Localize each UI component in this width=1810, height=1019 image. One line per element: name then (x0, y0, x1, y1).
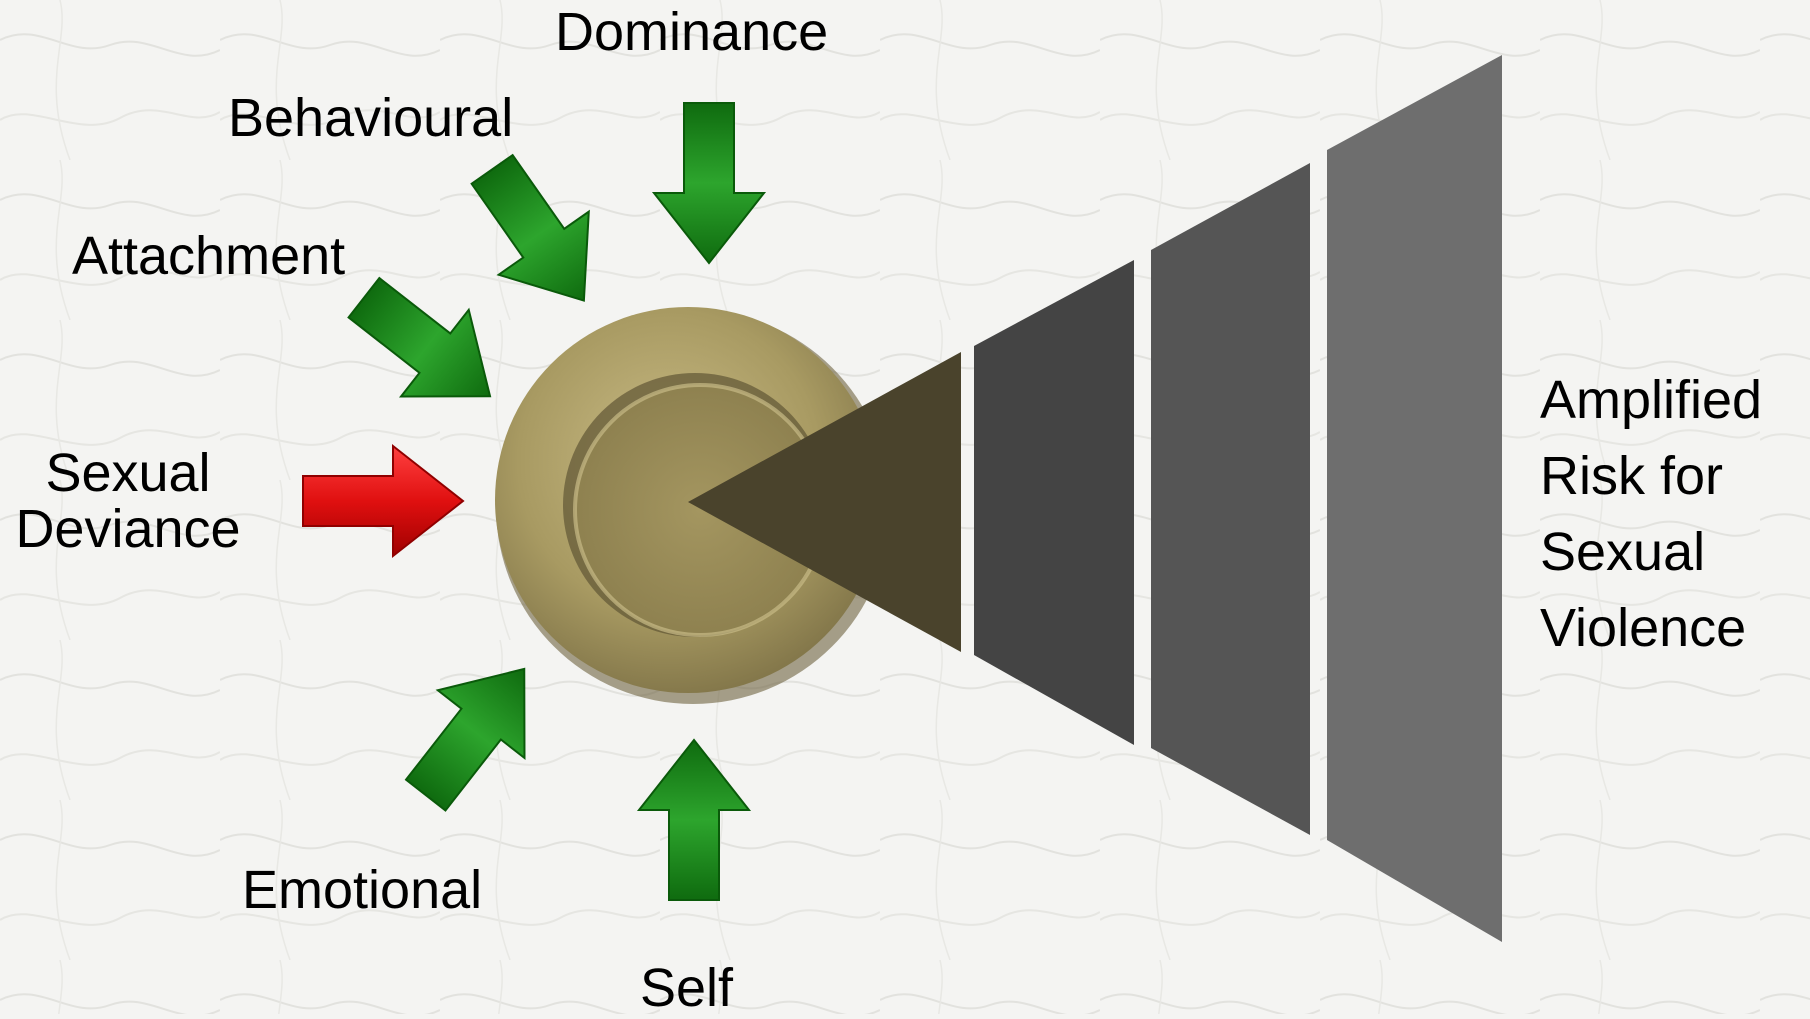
emotional-label: Emotional (242, 860, 483, 920)
dominance-label: Dominance (555, 2, 829, 62)
attachment-label: Attachment (72, 226, 346, 286)
cone-band-2 (1151, 163, 1310, 835)
sexual-deviance-label: Sexual Deviance (8, 445, 248, 557)
cone-band-3 (1327, 55, 1502, 942)
outcome-label-line-3: Sexual (1540, 522, 1706, 582)
outcome-label-line-1: Amplified (1540, 370, 1763, 430)
cone-band-1 (974, 260, 1134, 745)
cone-tip (688, 352, 961, 652)
self-label: Self (640, 958, 734, 1018)
behavioural-label: Behavioural (228, 88, 514, 148)
sexual-deviance-label-line-2: Deviance (15, 499, 241, 559)
sexual-deviance-label-line-1: Sexual (45, 443, 211, 503)
core-button-icon (495, 307, 890, 704)
outcome-label-line-2: Risk for (1540, 446, 1724, 506)
outcome-label-line-4: Violence (1540, 598, 1747, 658)
outcome-label: Amplified Risk for Sexual Violence (1540, 362, 1762, 666)
